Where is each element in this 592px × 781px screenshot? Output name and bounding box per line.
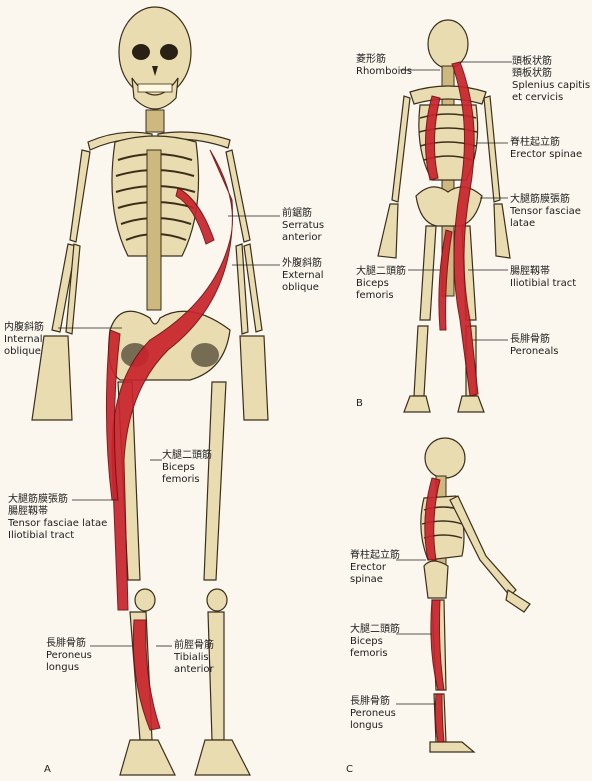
label-erector-spinae-c: 脊柱起立筋 Erector spinae: [350, 550, 400, 585]
label-splenius: 頭板状筋 頸板状筋 Splenius capitis et cervicis: [512, 56, 591, 103]
skeleton-lateral: [396, 437, 531, 753]
label-biceps-femoris-b: 大腿二頭筋 Biceps femoris: [356, 266, 406, 301]
label-biceps-femoris-c: 大腿二頭筋 Biceps femoris: [350, 624, 400, 659]
label-tensor-fasciae-latae-a: 大腿筋膜張筋 腸脛靱帯 Tensor fasciae latae Iliotib…: [8, 494, 108, 541]
label-internal-oblique: 内腹斜筋 Internal oblique: [4, 322, 44, 357]
label-peroneals: 長腓骨筋 Peroneals: [510, 334, 559, 357]
panel-letter-a: A: [44, 764, 51, 775]
label-peroneus-longus-a: 長腓骨筋 Peroneus longus: [46, 638, 92, 673]
label-erector-spinae-b: 脊柱起立筋 Erector spinae: [510, 137, 583, 160]
label-external-oblique: 外腹斜筋 External oblique: [282, 258, 324, 293]
label-peroneus-longus-c: 長腓骨筋 Peroneus longus: [350, 696, 396, 731]
label-iliotibial-tract-b: 腸脛靱帯 Iliotibial tract: [510, 266, 577, 289]
label-tensor-fasciae-latae-b: 大腿筋膜張筋 Tensor fasciae latae: [510, 194, 581, 229]
label-tibialis-anterior: 前脛骨筋 Tibialis anterior: [174, 640, 214, 675]
skeleton-anterior: [31, 6, 280, 776]
label-serratus-anterior: 前鋸筋 Serratus anterior: [282, 208, 325, 243]
label-rhomboids: 菱形筋 Rhomboids: [356, 54, 412, 77]
panel-letter-b: B: [356, 398, 363, 409]
panel-letter-c: C: [346, 764, 353, 775]
label-biceps-femoris-a: 大腿二頭筋 Biceps femoris: [162, 450, 212, 485]
skeleton-posterior: [377, 19, 512, 413]
